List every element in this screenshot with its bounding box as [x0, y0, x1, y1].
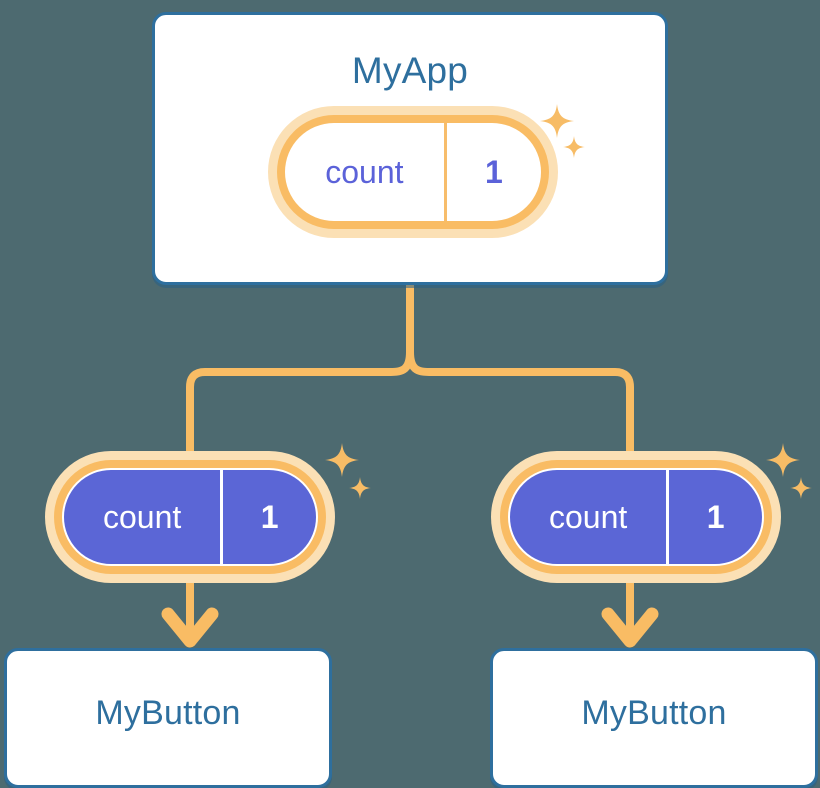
- diagram-canvas: MyApp count 1 count 1: [4, 12, 818, 788]
- state-key: count: [325, 154, 404, 190]
- state-pill-mybutton-right[interactable]: count 1: [491, 451, 781, 583]
- card-mybutton-left[interactable]: MyButton: [4, 648, 332, 788]
- card-mybutton-right[interactable]: MyButton: [490, 648, 818, 788]
- pill-body: count 1: [285, 123, 541, 221]
- state-pill-mybutton-left[interactable]: count 1: [45, 451, 335, 583]
- sparkle-icon: [540, 104, 574, 138]
- sparkle-icon: [766, 443, 800, 477]
- arrow-down-icon-left: [161, 607, 219, 648]
- card-mybutton-left-title: MyButton: [95, 694, 241, 732]
- state-value: 1: [666, 470, 762, 564]
- pill-body: count 1: [62, 468, 318, 566]
- state-value: 1: [220, 470, 316, 564]
- arrow-down-icon-right: [601, 607, 659, 648]
- sparkle-icon: [563, 136, 585, 158]
- state-key: count: [102, 499, 182, 535]
- state-value: 1: [443, 123, 541, 221]
- card-mybutton-right-title: MyButton: [581, 694, 727, 732]
- connector-branch-right: [406, 348, 634, 455]
- state-key: count: [548, 499, 628, 535]
- sparkle-icon: [790, 477, 812, 499]
- sparkle-icon: [325, 443, 359, 477]
- connector-branch-left: [186, 348, 414, 455]
- pill-body: count 1: [508, 468, 764, 566]
- state-pill-myapp[interactable]: count 1: [268, 106, 558, 238]
- card-myapp-title: MyApp: [351, 50, 469, 91]
- sparkle-icon: [349, 477, 371, 499]
